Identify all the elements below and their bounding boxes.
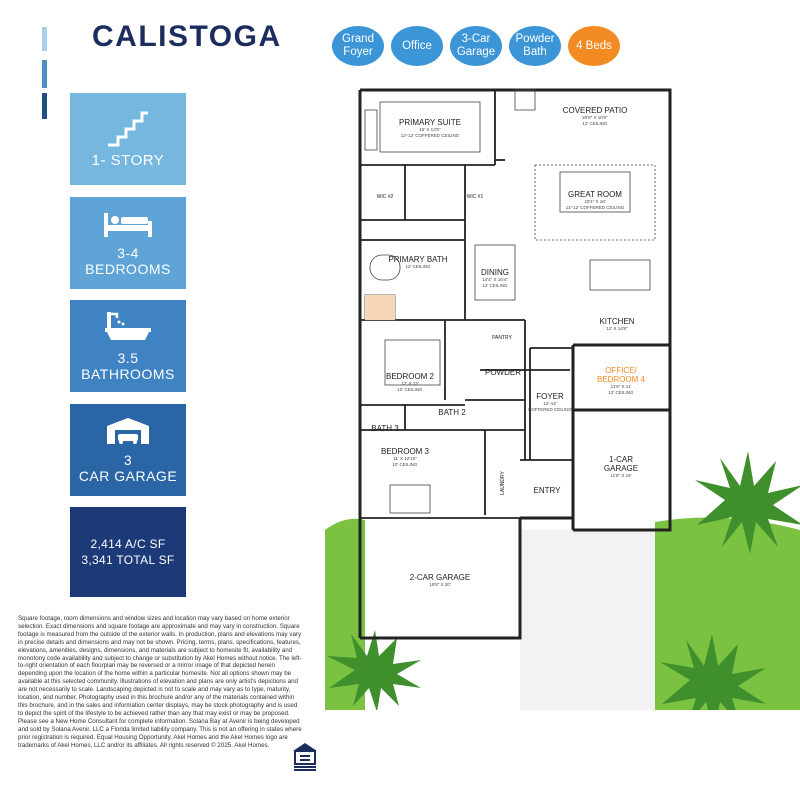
bedroom-3-name: BEDROOM 3 [380, 447, 430, 456]
foyer-name: FOYER [536, 392, 564, 401]
room-foyer: FOYER 12'-14' COFFERED CEILING [528, 392, 572, 412]
room-primary-bath: PRIMARY BATH 12' CEILING [388, 255, 447, 270]
covered-patio-name: COVERED PATIO [562, 106, 628, 115]
landscaping [325, 451, 800, 730]
room-bath-3: BATH 3 [371, 424, 399, 433]
feature-grand-foyer: Grand Foyer [332, 26, 384, 66]
office-ceiling: 12' CEILING [608, 389, 634, 395]
room-powder: POWDER [485, 368, 521, 377]
bedroom-2-size: 12' X 13' [401, 381, 419, 386]
room-great-room: GREAT ROOM 20'4" X 18' 12'-12' COFFERED … [566, 190, 624, 210]
room-laundry: LAUNDRY [500, 471, 506, 495]
feature-powder-bath: Powder Bath [509, 26, 561, 66]
ac-sf: 2,414 A/C SF [90, 537, 166, 551]
dining-name: DINING [481, 268, 509, 277]
shower-tile [365, 295, 395, 320]
covered-patio-ceiling: 12' CEILING [582, 120, 608, 126]
two-car-garage-name: 2-CAR GARAGE [409, 573, 471, 582]
office-name: OFFICE/ [605, 366, 637, 375]
one-car-garage-name: 1-CAR [608, 455, 634, 464]
room-pantry: PANTRY [492, 335, 512, 341]
two-car-garage-size: 19'8" X 20' [429, 582, 451, 587]
exterior-walls [358, 88, 672, 640]
equal-housing-icon [293, 743, 317, 771]
feature-4-beds: 4 Beds [568, 26, 620, 66]
floor-plan-drawing [325, 88, 800, 730]
great-room-name: GREAT ROOM [568, 190, 622, 199]
feature-bubbles: Grand Foyer Office 3-Car Garage Powder B… [332, 26, 620, 66]
room-covered-patio: COVERED PATIO 20'8" X 10'0" 12' CEILING [563, 106, 628, 126]
garage-count: 3 [123, 452, 133, 468]
primary-bath-name: PRIMARY BATH [388, 255, 448, 264]
room-bedroom-3: BEDROOM 3 11' X 12'10" 10' CEILING [381, 447, 429, 467]
bedroom-3-size: 11' X 12'10" [393, 456, 417, 461]
bathtub-icon [105, 312, 151, 340]
story-tile: 1- STORY [70, 93, 186, 185]
room-2-car-garage: 2-CAR GARAGE 19'8" X 20' [410, 573, 470, 588]
one-car-garage-size: 11'8" X 19' [610, 473, 632, 478]
garage-label: CAR GARAGE [78, 468, 178, 484]
office-name-bedroom-4: BEDROOM 4 [596, 375, 646, 384]
room-entry: ENTRY [533, 486, 561, 495]
accent-bar-dark [42, 93, 47, 119]
office-size: 11'8" X 11' [610, 384, 632, 389]
room-kitchen: KITCHEN 12' X 14'8" [599, 317, 634, 332]
covered-patio-size: 20'8" X 10'0" [582, 115, 608, 120]
accent-bar-mid [42, 60, 47, 88]
bathrooms-label: BATHROOMS [81, 366, 175, 382]
bedroom-2-name: BEDROOM 2 [385, 372, 435, 381]
foyer-ceiling: COFFERED CEILING [527, 406, 573, 412]
room-wic-2: WIC #2 [376, 194, 394, 200]
primary-suite-ceiling: 12'-12' COFFERED CEILING [400, 132, 460, 138]
great-room-size: 20'4" X 18' [584, 199, 606, 204]
stairs-icon [108, 111, 148, 147]
foyer-size: 12'-14' [543, 401, 557, 406]
interior-walls [360, 90, 573, 519]
garage-tile: 3 CAR GARAGE [70, 404, 186, 496]
bedrooms-tile: 3-4 BEDROOMS [70, 197, 186, 289]
room-wic-1: WIC #1 [466, 194, 484, 200]
garage-icon [107, 418, 149, 444]
dining-ceiling: 12' CEILING [482, 282, 508, 288]
kitchen-size: 12' X 14'8" [606, 326, 628, 331]
room-bedroom-2: BEDROOM 2 12' X 13' 10' CEILING [386, 372, 434, 392]
plan-title: CALISTOGA [92, 20, 282, 53]
bathrooms-count: 3.5 [117, 350, 139, 366]
total-sf: 3,341 TOTAL SF [81, 553, 175, 567]
bedroom-2-ceiling: 10' CEILING [397, 386, 423, 392]
room-dining: DINING 14'4" X 16'4" 12' CEILING [481, 268, 509, 288]
bed-icon [104, 213, 152, 237]
room-1-car-garage: 1-CAR GARAGE 11'8" X 19' [604, 455, 638, 479]
room-office: OFFICE/ BEDROOM 4 11'8" X 11' 12' CEILIN… [597, 366, 645, 395]
driveway [520, 530, 655, 710]
great-room-ceiling: 12'-12' COFFERED CEILING [565, 204, 625, 210]
bedrooms-label: BEDROOMS [85, 261, 171, 277]
feature-3-car-garage: 3-Car Garage [450, 26, 502, 66]
feature-office: Office [391, 26, 443, 66]
dining-size: 14'4" X 16'4" [482, 277, 508, 282]
story-label: 1- STORY [91, 152, 165, 169]
floor-plan: COVERED PATIO 20'8" X 10'0" 12' CEILING … [325, 70, 800, 730]
bedroom-3-ceiling: 10' CEILING [392, 461, 418, 467]
room-bath-2: BATH 2 [438, 408, 466, 417]
bathrooms-tile: 3.5 BATHROOMS [70, 300, 186, 392]
one-car-garage-name-2: GARAGE [603, 464, 639, 473]
primary-suite-name: PRIMARY SUITE [399, 118, 461, 127]
kitchen-name: KITCHEN [599, 317, 635, 326]
square-footage-tile: 2,414 A/C SF 3,341 TOTAL SF [70, 507, 186, 597]
accent-bar-light [42, 27, 47, 51]
room-primary-suite: PRIMARY SUITE 15' X 13'0" 12'-12' COFFER… [399, 118, 461, 138]
disclaimer-text: Square footage, room dimensions and wind… [18, 615, 302, 749]
bedrooms-count: 3-4 [117, 245, 139, 261]
primary-suite-size: 15' X 13'0" [419, 127, 441, 132]
fixtures [364, 89, 656, 514]
primary-bath-ceiling: 12' CEILING [405, 264, 431, 269]
